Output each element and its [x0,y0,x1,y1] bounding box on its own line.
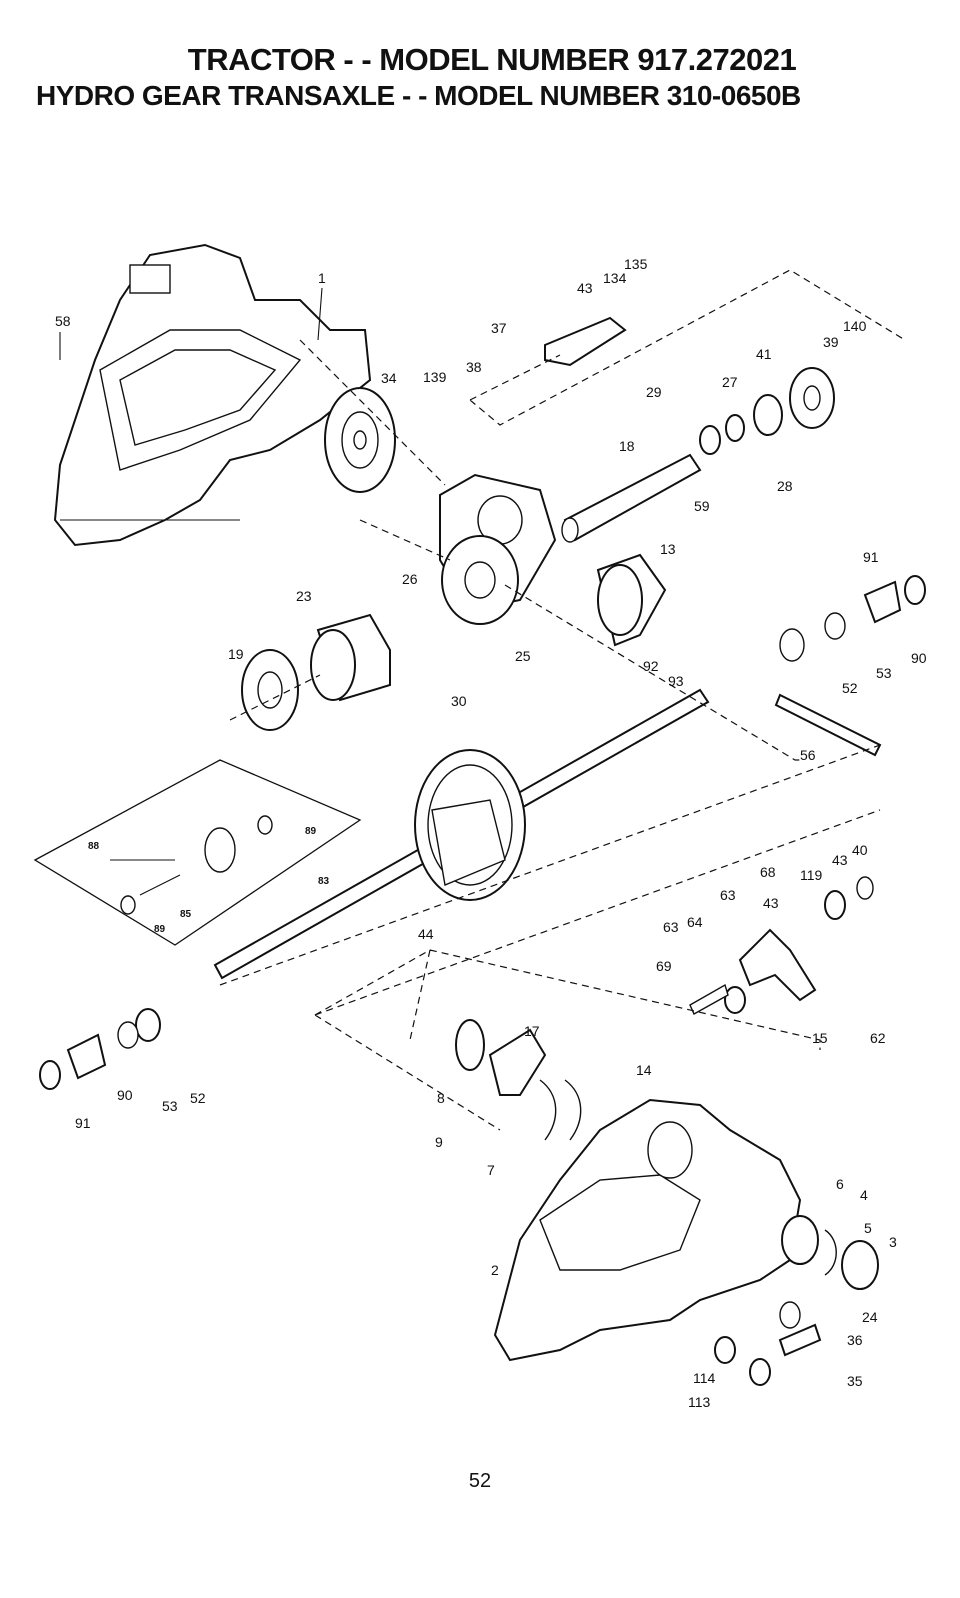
callout-43-b: 43 [832,852,848,868]
callout-62: 62 [870,1030,886,1046]
callout-44: 44 [418,926,434,942]
callout-91-b: 91 [75,1115,91,1131]
callout-53: 53 [876,665,892,681]
cover-plate-drawing [545,318,625,365]
callout-40: 40 [852,842,868,858]
callout-58: 58 [55,313,71,329]
callout-23: 23 [296,588,312,604]
callout-113: 113 [688,1394,711,1410]
callout-114: 114 [693,1370,716,1386]
callout-18: 18 [619,438,635,454]
pump-block-drawing [440,475,555,624]
callout-9: 9 [435,1134,443,1150]
callout-63: 63 [720,887,736,903]
callout-68: 68 [760,864,776,880]
callout-17: 17 [524,1023,540,1039]
callout-83: 83 [318,876,330,887]
callout-25: 25 [515,648,531,664]
callout-13: 13 [660,541,676,557]
callout-41: 41 [756,346,772,362]
callout-63-b: 63 [663,919,679,935]
callout-89: 89 [305,826,317,837]
callout-1: 1 [318,270,326,286]
axle-and-gear-drawing [215,690,708,978]
callout-5: 5 [864,1220,872,1236]
callout-134: 134 [603,270,627,286]
callout-56: 56 [800,747,816,763]
callout-88: 88 [88,841,100,852]
callout-19: 19 [228,646,244,662]
callout-29: 29 [646,384,662,400]
callout-93: 93 [668,673,684,689]
callout-64: 64 [687,914,703,930]
callout-53-b: 53 [162,1098,178,1114]
callout-89-b: 89 [154,924,166,935]
callout-7: 7 [487,1162,495,1178]
page-number: 52 [0,1470,960,1493]
callout-24: 24 [862,1309,878,1325]
callout-135: 135 [624,256,648,272]
callout-28: 28 [777,478,793,494]
lower-housing-drawing [495,1100,800,1360]
callout-69: 69 [656,958,672,974]
brake-arm-drawing [740,930,815,1000]
callout-8: 8 [437,1090,445,1106]
callout-15: 15 [812,1030,828,1046]
callout-27: 27 [722,374,738,390]
callout-35: 35 [847,1373,863,1389]
callout-59: 59 [694,498,710,514]
pump-shaft-drawing [565,455,700,540]
callout-39: 39 [823,334,839,350]
callout-119: 119 [800,867,823,883]
callout-139: 139 [423,369,447,385]
callout-6: 6 [836,1176,844,1192]
callout-14: 14 [636,1062,652,1078]
callout-140: 140 [843,318,867,334]
callout-3: 3 [889,1234,897,1250]
callout-30: 30 [451,693,467,709]
callout-91: 91 [863,549,879,565]
callout-26: 26 [402,571,418,587]
callout-92: 92 [643,658,659,674]
callout-34: 34 [381,370,397,386]
callout-43-c: 43 [763,895,779,911]
ring-drawing [700,426,720,454]
callout-85: 85 [180,909,192,920]
callout-90-b: 90 [117,1087,133,1103]
callout-38: 38 [466,359,482,375]
axle-shaft-drawing [776,695,880,755]
upper-housing-drawing [55,245,370,545]
callout-90: 90 [911,650,927,666]
callout-4: 4 [860,1187,868,1203]
callout-2: 2 [491,1262,499,1278]
callout-52-b: 52 [190,1090,206,1106]
pulley-drawing [325,388,395,492]
callout-43: 43 [577,280,593,296]
callout-36: 36 [847,1332,863,1348]
callout-37: 37 [491,320,507,336]
callout-52: 52 [842,680,858,696]
